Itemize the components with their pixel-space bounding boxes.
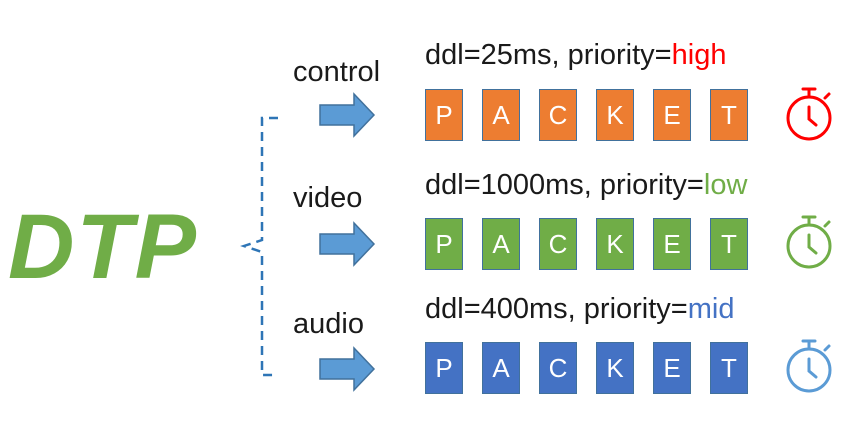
packet-tile: P — [425, 89, 463, 141]
stopwatch-icon — [786, 339, 832, 393]
packet-tile: E — [653, 89, 691, 141]
stopwatch-icon — [786, 215, 832, 269]
arrow-right-icon — [319, 346, 376, 392]
priority-value: mid — [687, 293, 735, 325]
deadline-text: ddl=25ms, priority= — [425, 39, 672, 71]
packet-tile: A — [482, 342, 520, 394]
dtp-logo: DTP — [8, 196, 198, 298]
stopwatch-icon — [786, 87, 832, 141]
arrow-right-icon — [319, 92, 376, 138]
stream-meta-video: ddl=1000ms, priority=low — [425, 167, 747, 203]
stream-label-video: video — [293, 182, 363, 214]
packet-row-control: P A C K E T — [425, 89, 748, 141]
packet-tile: A — [482, 218, 520, 270]
packet-tile: T — [710, 89, 748, 141]
packet-tile: P — [425, 218, 463, 270]
stream-label-control: control — [293, 56, 381, 88]
packet-tile: T — [710, 218, 748, 270]
packet-tile: E — [653, 342, 691, 394]
packet-tile: K — [596, 218, 634, 270]
packet-tile: A — [482, 89, 520, 141]
stream-meta-control: ddl=25ms, priority=high — [425, 37, 726, 73]
deadline-text: ddl=400ms, priority= — [425, 293, 688, 325]
deadline-text: ddl=1000ms, priority= — [425, 169, 704, 201]
stream-label-audio: audio — [293, 308, 364, 340]
packet-tile: C — [539, 342, 577, 394]
packet-tile: K — [596, 89, 634, 141]
packet-row-audio: P A C K E T — [425, 342, 748, 394]
packet-tile: E — [653, 218, 691, 270]
packet-tile: T — [710, 342, 748, 394]
priority-value: low — [703, 169, 748, 201]
packet-tile: P — [425, 342, 463, 394]
packet-tile: K — [596, 342, 634, 394]
stream-meta-audio: ddl=400ms, priority=mid — [425, 291, 734, 327]
priority-value: high — [671, 39, 727, 71]
packet-tile: C — [539, 218, 577, 270]
arrow-right-icon — [319, 221, 376, 267]
packet-tile: C — [539, 89, 577, 141]
packet-row-video: P A C K E T — [425, 218, 748, 270]
